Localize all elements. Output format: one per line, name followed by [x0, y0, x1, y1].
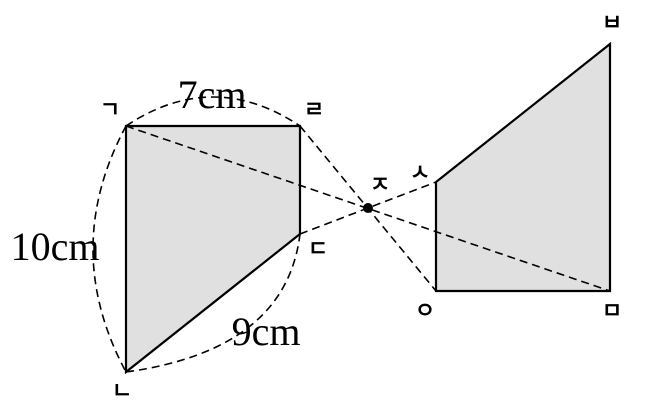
measure-label-bottom: 9cm: [232, 309, 301, 354]
vertex-label-center: ㅈ: [370, 173, 390, 198]
measure-label-top: 7cm: [178, 72, 247, 117]
vertex-label-a: ㄱ: [100, 98, 120, 123]
arc-left-measure: [92, 125, 127, 373]
vertex-label-h: ㅇ: [415, 299, 435, 324]
center-point: [363, 203, 373, 213]
arc-bottom-measure: [125, 233, 301, 373]
line-a-to-e: [125, 125, 611, 292]
vertex-label-d: ㄹ: [304, 98, 324, 123]
vertex-label-g: ㅅ: [410, 161, 430, 186]
measure-label-left: 10cm: [11, 224, 100, 269]
vertex-label-f: ㅂ: [602, 11, 622, 36]
right-quadrilateral: [434, 41, 612, 293]
vertex-label-e: ㅁ: [602, 299, 622, 324]
vertex-label-b: ㄴ: [112, 379, 132, 404]
vertex-label-c: ㄷ: [308, 237, 328, 262]
arc-top-measure: [125, 96, 301, 127]
